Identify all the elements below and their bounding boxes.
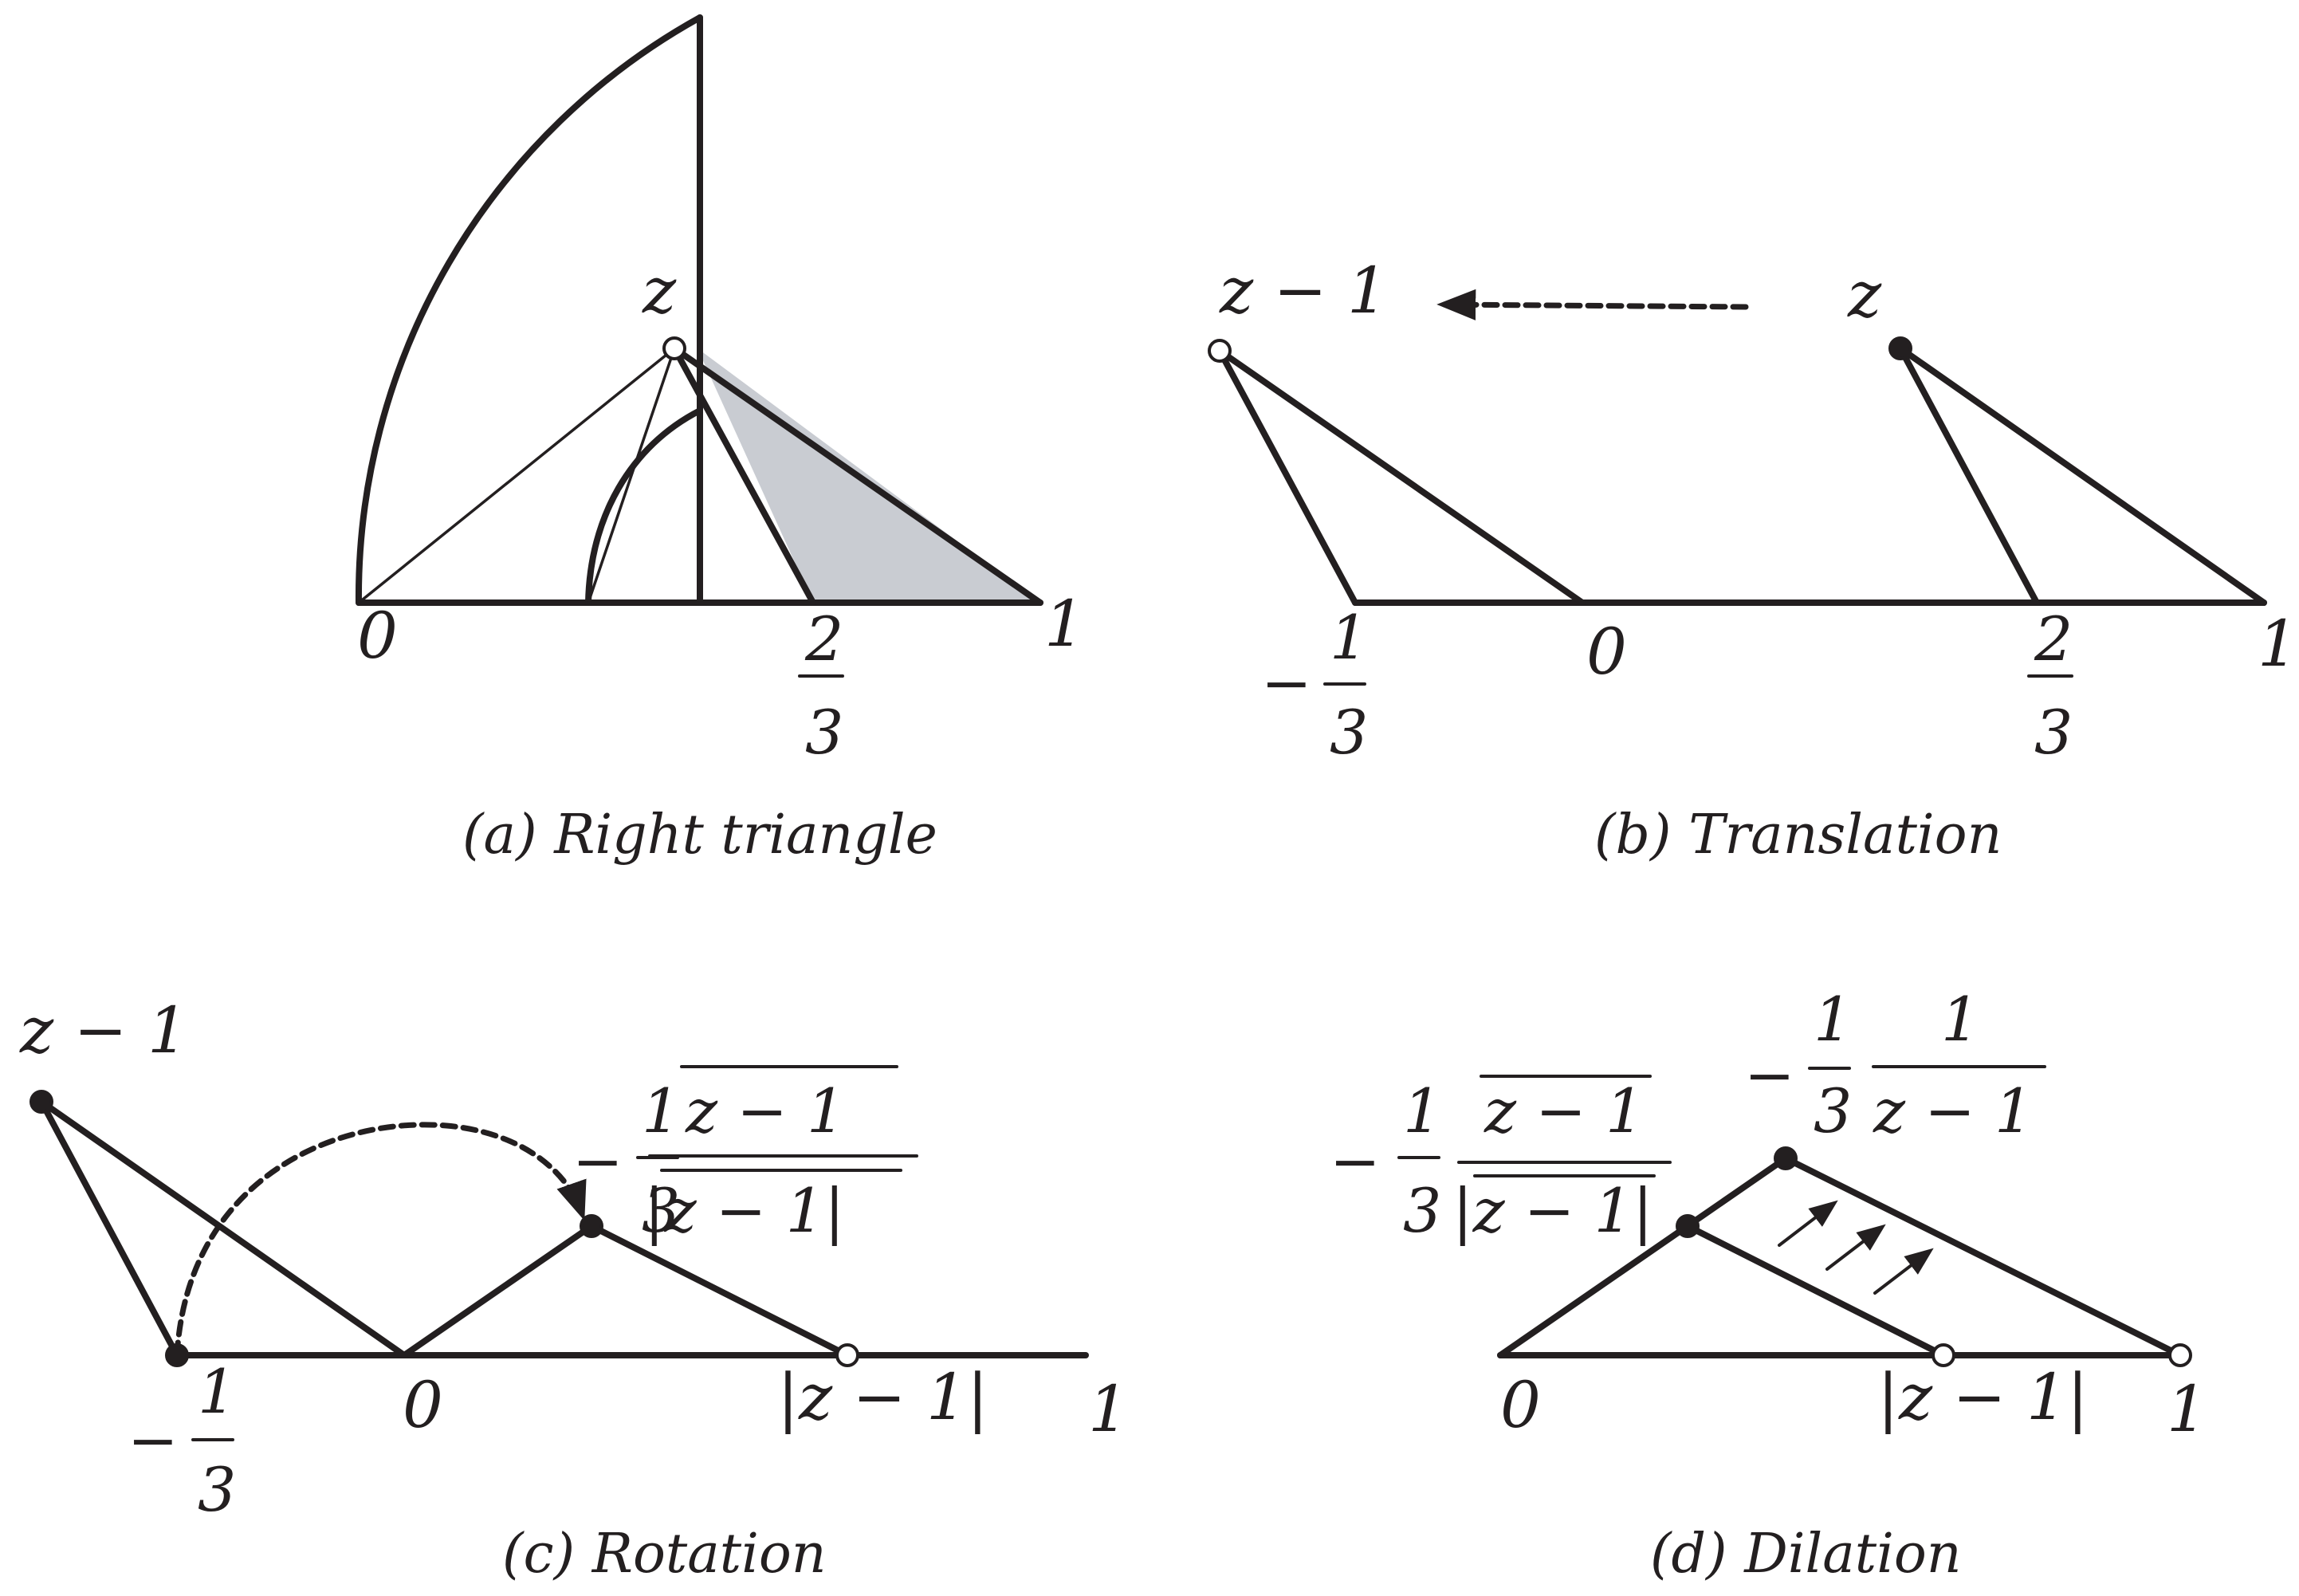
edge-zero-to-dilated	[1497, 1155, 1789, 1358]
svg-text:3: 3	[642, 1175, 680, 1246]
translation-arrow	[1436, 289, 1749, 320]
point-minus-third	[165, 1343, 189, 1367]
rotation-arrow	[174, 1122, 587, 1358]
label-z: z	[1847, 257, 1882, 332]
inner-arc	[585, 407, 703, 606]
label-one: 1	[2167, 1372, 2207, 1446]
label-zero: 0	[357, 599, 398, 673]
label-abs-z-minus-1: |z − 1|	[1877, 1360, 2089, 1434]
edge-z-minus-1-to-minus-third	[38, 1099, 180, 1358]
edge-rotated-to-abs	[1684, 1223, 1947, 1358]
label-rotated-point: − 1 3 z − 1 |z − 1|	[1330, 1075, 1672, 1246]
fundamental-domain-arc	[355, 14, 703, 606]
svg-text:z − 1: z − 1	[685, 1075, 845, 1146]
svg-text:3: 3	[1814, 1075, 1852, 1146]
edge-z-minus-1-to-zero	[38, 1099, 407, 1358]
svg-text:1: 1	[1330, 602, 1368, 673]
panel-d-dilation: 0 1 |z − 1| − 1 3 1 z − 1 − 1 3 z − 1 |z…	[1330, 984, 2207, 1586]
svg-text:z − 1: z − 1	[1484, 1075, 1644, 1146]
label-z-minus-1: z − 1	[1219, 254, 1388, 328]
caption-c: (c) Rotation	[502, 1523, 827, 1586]
edge-origin-to-z	[357, 347, 676, 604]
svg-text:−: −	[1261, 647, 1312, 718]
svg-text:|z − 1|: |z − 1|	[644, 1175, 845, 1246]
point-z	[662, 336, 686, 360]
edge-z-to-two-thirds	[671, 345, 816, 606]
panel-c-rotation: z − 1 0 1 − 1 3 − 1 3 z − 1 |z − 1| |z −…	[19, 993, 1129, 1586]
edge-rotated-to-abs	[588, 1223, 851, 1358]
svg-text:1: 1	[1814, 984, 1852, 1055]
label-one: 1	[1044, 587, 1085, 661]
dilation-arrow-1	[1778, 1200, 1838, 1247]
svg-text:3: 3	[2034, 697, 2073, 768]
point-rotated	[1676, 1214, 1700, 1238]
point-one	[2168, 1343, 2192, 1367]
point-abs-z-minus-1	[1932, 1343, 1955, 1367]
svg-text:3: 3	[1403, 1175, 1441, 1246]
point-z-minus-1	[1208, 339, 1232, 363]
point-abs-z-minus-1	[835, 1343, 859, 1367]
caption-b: (b) Translation	[1594, 804, 2002, 867]
label-minus-one-third: − 1 3	[1261, 602, 1368, 768]
label-two-thirds: 2 3	[798, 603, 844, 768]
shaded-triangle	[698, 348, 1040, 603]
edge-inner-to-z	[587, 347, 676, 604]
edge-dilated-to-one	[1782, 1155, 2183, 1358]
edge-z-to-one	[671, 345, 1043, 606]
svg-text:−: −	[572, 1126, 623, 1197]
translated-edge-b	[1216, 348, 1586, 606]
svg-text:1: 1	[1403, 1075, 1441, 1146]
panel-b-translation: z − 1 z 0 1 − 1 3 2 3 (b) Translation	[1208, 254, 2298, 867]
svg-text:3: 3	[1330, 697, 1368, 768]
label-dilated-point: − 1 3 1 z − 1	[1744, 984, 2046, 1146]
svg-text:z − 1: z − 1	[1873, 1075, 2033, 1146]
point-dilated	[1774, 1146, 1798, 1170]
svg-text:−: −	[1330, 1126, 1381, 1197]
svg-text:2: 2	[804, 603, 843, 674]
caption-d: (d) Dilation	[1650, 1523, 1962, 1586]
dilation-arrow-2	[1825, 1224, 1886, 1271]
svg-text:−: −	[128, 1405, 179, 1476]
svg-text:1: 1	[642, 1075, 680, 1146]
edge-zero-to-rotated	[401, 1223, 595, 1358]
svg-text:3: 3	[805, 697, 843, 768]
label-two-thirds: 2 3	[2027, 603, 2073, 768]
label-zero: 0	[403, 1368, 443, 1442]
svg-text:3: 3	[198, 1454, 236, 1525]
svg-text:|z − 1|: |z − 1|	[1452, 1175, 1653, 1246]
label-zero: 0	[1500, 1368, 1541, 1442]
label-one: 1	[1088, 1372, 1129, 1446]
svg-text:1: 1	[1941, 984, 1979, 1055]
original-edge-a	[1897, 345, 2040, 606]
label-one: 1	[2258, 607, 2298, 681]
svg-text:−: −	[1744, 1040, 1795, 1111]
panel-a-right-triangle: z 0 1 2 3 (a) Right triangle	[355, 14, 1085, 867]
label-minus-one-third: − 1 3	[128, 1356, 236, 1525]
point-rotated	[580, 1214, 603, 1238]
original-edge-b	[1897, 345, 2267, 606]
point-z	[1888, 336, 1912, 360]
label-zero: 0	[1586, 615, 1627, 689]
point-z-minus-1	[29, 1090, 53, 1114]
translated-edge-a	[1216, 348, 1358, 606]
svg-text:2: 2	[2034, 603, 2073, 674]
svg-text:1: 1	[198, 1356, 236, 1427]
label-rotated-point: − 1 3 z − 1 |z − 1|	[572, 1065, 918, 1246]
label-z: z	[642, 254, 677, 328]
caption-a: (a) Right triangle	[462, 804, 937, 867]
dilation-arrow-3	[1873, 1248, 1934, 1295]
label-abs-z-minus-1: |z − 1|	[777, 1360, 988, 1434]
label-z-minus-1: z − 1	[19, 993, 188, 1067]
